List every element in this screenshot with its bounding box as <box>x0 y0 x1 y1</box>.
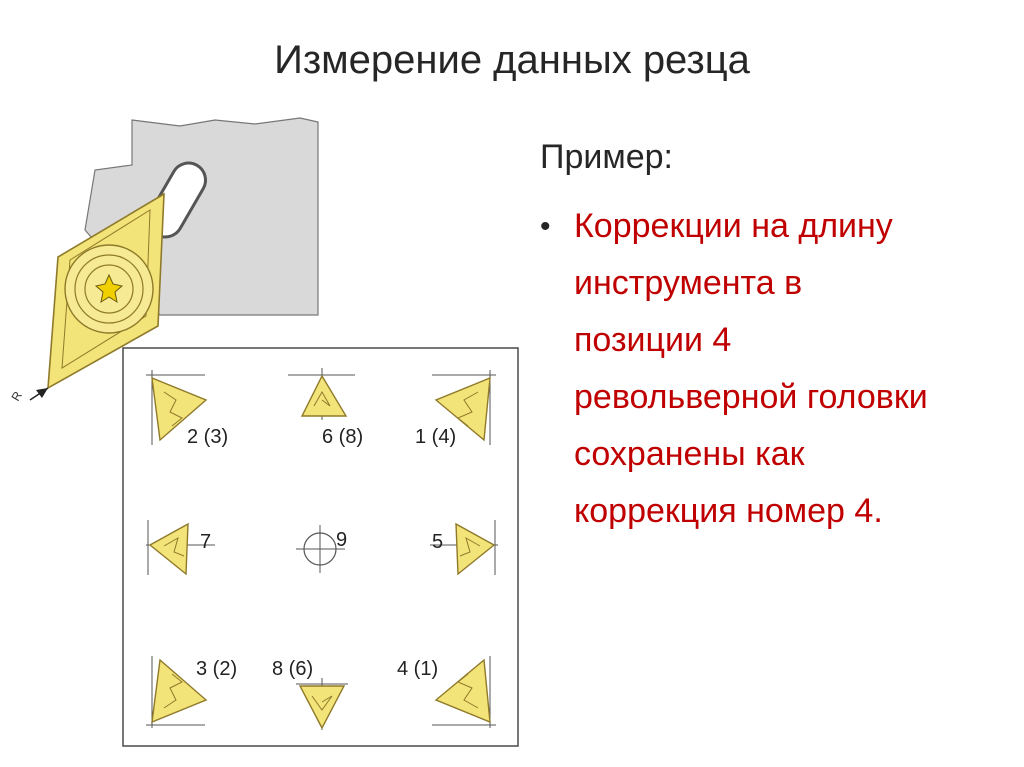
position-4: 4 (1) <box>397 656 496 728</box>
bullet-line: позиции 4 <box>574 321 732 359</box>
position-label: 6 (8) <box>322 426 363 448</box>
position-3: 3 (2) <box>146 656 237 728</box>
slide-title: Измерение данных резца <box>274 38 750 82</box>
torx-screw-icon <box>94 273 124 304</box>
bullet-line: револьверной головки <box>574 378 928 416</box>
bullet-line: сохранены как <box>574 435 805 473</box>
position-label: 3 (2) <box>196 658 237 680</box>
position-label: 8 (6) <box>272 658 313 680</box>
position-label: 1 (4) <box>415 426 456 448</box>
position-5: 5 <box>430 520 498 576</box>
position-2: 2 (3) <box>146 370 228 448</box>
position-label: 5 <box>432 531 443 553</box>
bullet-line: Коррекции на длину <box>574 207 893 245</box>
tool-diagram: R 2 (3) 6 (8) 1 (4) 7 9 <box>8 117 519 747</box>
position-frame <box>122 347 519 747</box>
position-label: 4 (1) <box>397 658 438 680</box>
radius-label: R <box>8 389 25 404</box>
bullet-dot-icon: • <box>540 210 551 243</box>
position-7: 7 <box>146 520 215 576</box>
radius-marker: R <box>8 387 49 404</box>
position-label: 2 (3) <box>187 426 228 448</box>
center-marker-icon <box>303 532 337 566</box>
position-8: 8 (6) <box>272 658 348 730</box>
bullet-text: Коррекции на длину инструмента в позиции… <box>574 198 928 540</box>
bullet-line: инструмента в <box>574 264 803 302</box>
position-6: 6 (8) <box>288 368 363 448</box>
position-label: 7 <box>200 531 211 553</box>
position-9: 9 <box>296 525 347 573</box>
rhombic-insert <box>47 192 165 390</box>
position-label: 9 <box>336 529 347 551</box>
position-1: 1 (4) <box>415 370 496 448</box>
bullet-line: коррекция номер 4. <box>574 492 883 530</box>
example-label: Пример: <box>540 138 673 176</box>
